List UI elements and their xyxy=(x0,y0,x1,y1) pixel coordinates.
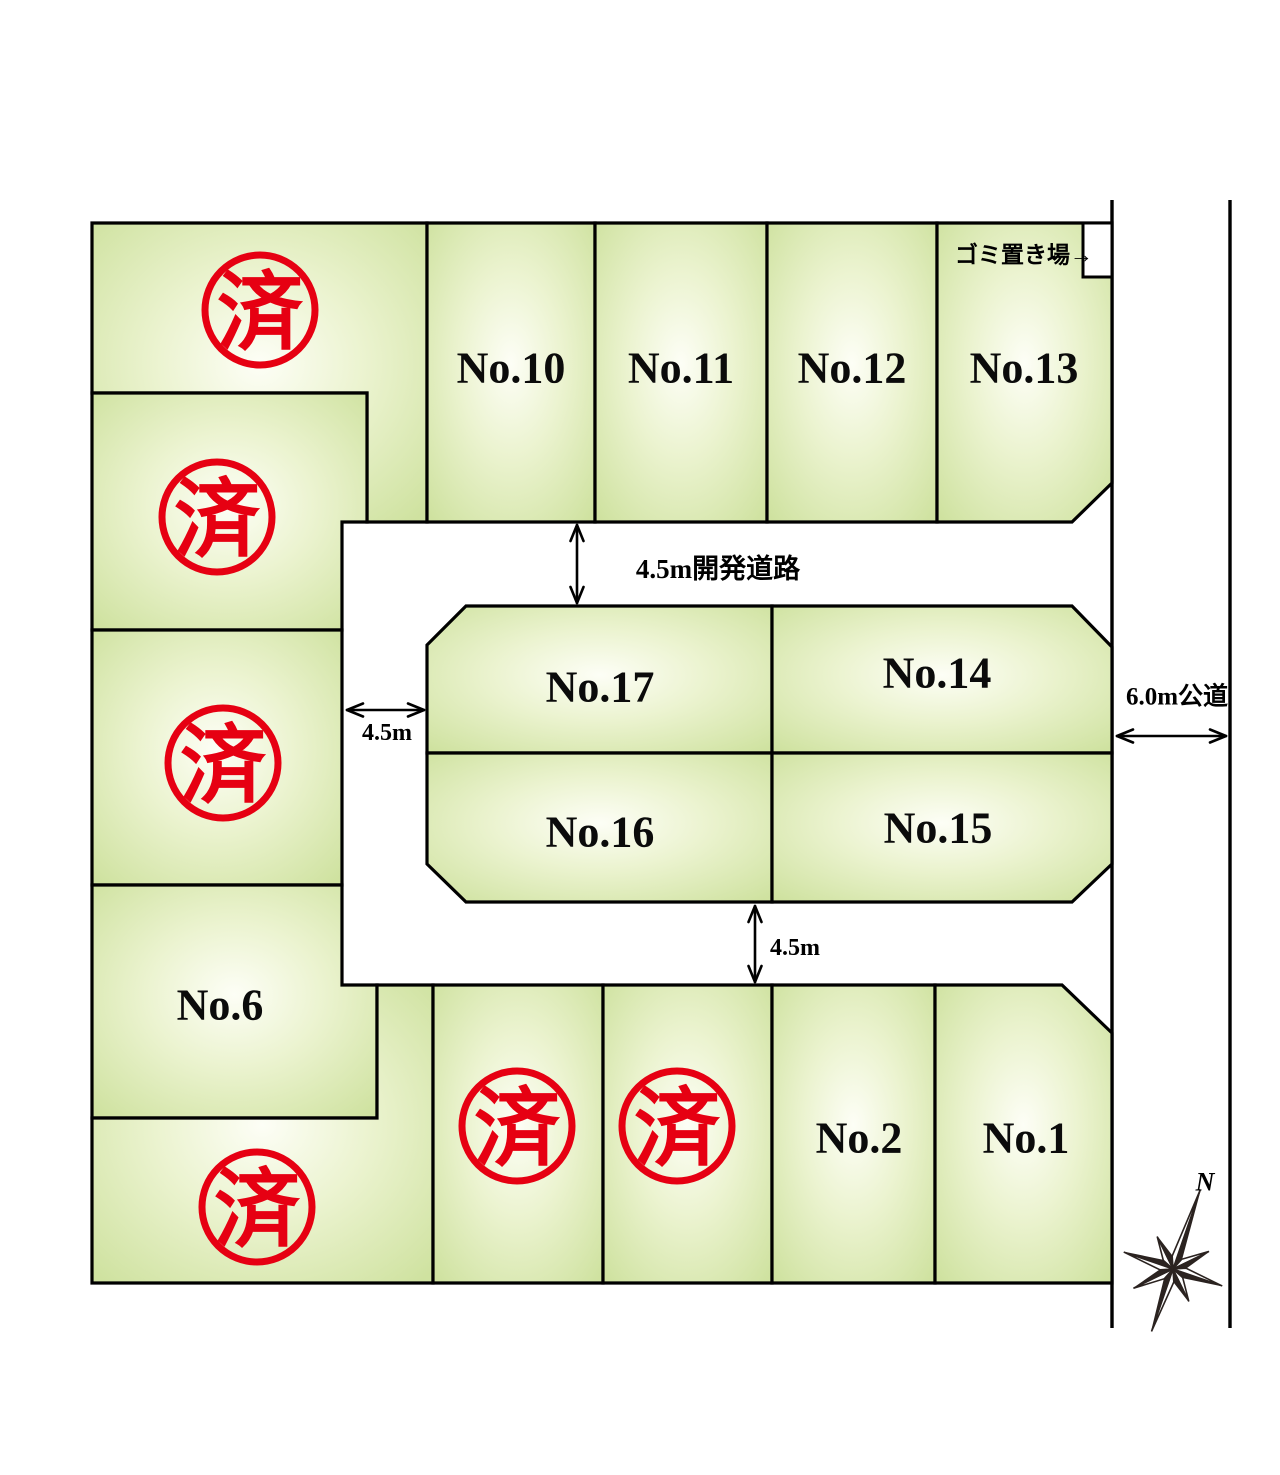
lot-no2-label: No.2 xyxy=(816,1114,903,1163)
lot-no17-label: No.17 xyxy=(546,663,655,712)
svg-text:済: 済 xyxy=(634,1081,721,1177)
compass-rose-icon: N xyxy=(1123,1168,1223,1332)
sold-stamp-icon: 済 xyxy=(158,458,276,576)
lot-no12-label: No.12 xyxy=(798,344,907,393)
lot-no16-label: No.16 xyxy=(546,808,655,857)
lot-no1-label: No.1 xyxy=(983,1114,1070,1163)
svg-text:済: 済 xyxy=(474,1081,561,1177)
sold-stamp-icon: 済 xyxy=(198,1148,316,1266)
lots-layer xyxy=(90,221,1114,1285)
garbage-area-label: ゴミ置き場→ xyxy=(955,242,1093,268)
dev-road-label: 4.5m開発道路 xyxy=(636,553,801,584)
compass-north-label: N xyxy=(1195,1168,1216,1197)
lot-no15 xyxy=(770,751,1114,904)
garbage-area-notch xyxy=(1081,221,1114,279)
road-annotations: 4.5m開発道路 4.5m 4.5m 6.0m公道 ゴミ置き場→ xyxy=(345,242,1228,984)
public-road-label: 6.0m公道 xyxy=(1126,682,1228,711)
lot-no14-label: No.14 xyxy=(883,649,992,698)
lot-no6-label: No.6 xyxy=(177,981,264,1030)
lot-no13-label: No.13 xyxy=(970,344,1079,393)
sold-stamp-icon: 済 xyxy=(458,1067,576,1185)
sold-stamps: 済 済 済 済 済 済 xyxy=(158,251,736,1266)
sold-stamp-icon: 済 xyxy=(201,251,319,369)
lot-no15-label: No.15 xyxy=(884,804,993,853)
dev-road-width-west-label: 4.5m xyxy=(362,720,412,746)
lot-labels: No.10 No.11 No.12 No.13 No.17 No.14 No.1… xyxy=(177,344,1079,1163)
width-arrow-icon xyxy=(569,523,585,605)
lot-no14 xyxy=(770,604,1114,755)
width-arrow-icon xyxy=(1115,728,1228,744)
svg-text:済: 済 xyxy=(214,1162,301,1258)
svg-text:済: 済 xyxy=(174,472,261,568)
lot-no16 xyxy=(425,751,774,904)
lot-no1 xyxy=(933,983,1114,1285)
width-arrow-icon xyxy=(345,702,426,718)
lot-no10-label: No.10 xyxy=(457,344,566,393)
public-road xyxy=(1110,200,1232,1328)
width-arrow-icon xyxy=(747,904,763,984)
dev-road-width-south-label: 4.5m xyxy=(770,935,820,961)
svg-text:済: 済 xyxy=(217,265,304,361)
sold-stamp-icon: 済 xyxy=(618,1067,736,1185)
sold-stamp-icon: 済 xyxy=(164,704,282,822)
svg-text:済: 済 xyxy=(180,718,267,814)
lot-no11-label: No.11 xyxy=(628,344,734,393)
